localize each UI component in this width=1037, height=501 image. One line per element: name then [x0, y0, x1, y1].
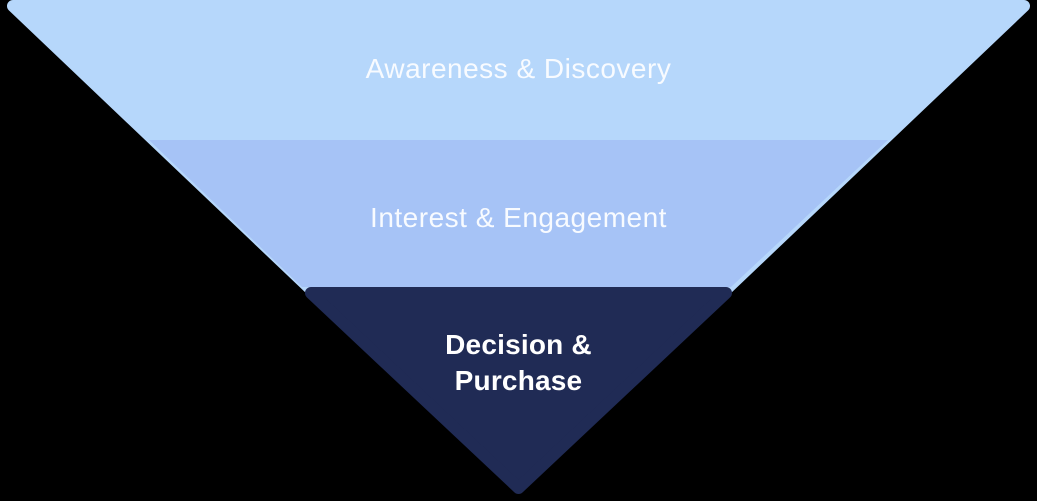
funnel-stage-awareness-label: Awareness & Discovery [365, 53, 672, 84]
funnel-stage-interest-shape [149, 140, 888, 287]
funnel-stage-interest-label: Interest & Engagement [370, 202, 667, 233]
funnel-stage-decision-shape [305, 287, 732, 494]
funnel-stage-decision-label: Decision & Purchase [445, 329, 592, 396]
